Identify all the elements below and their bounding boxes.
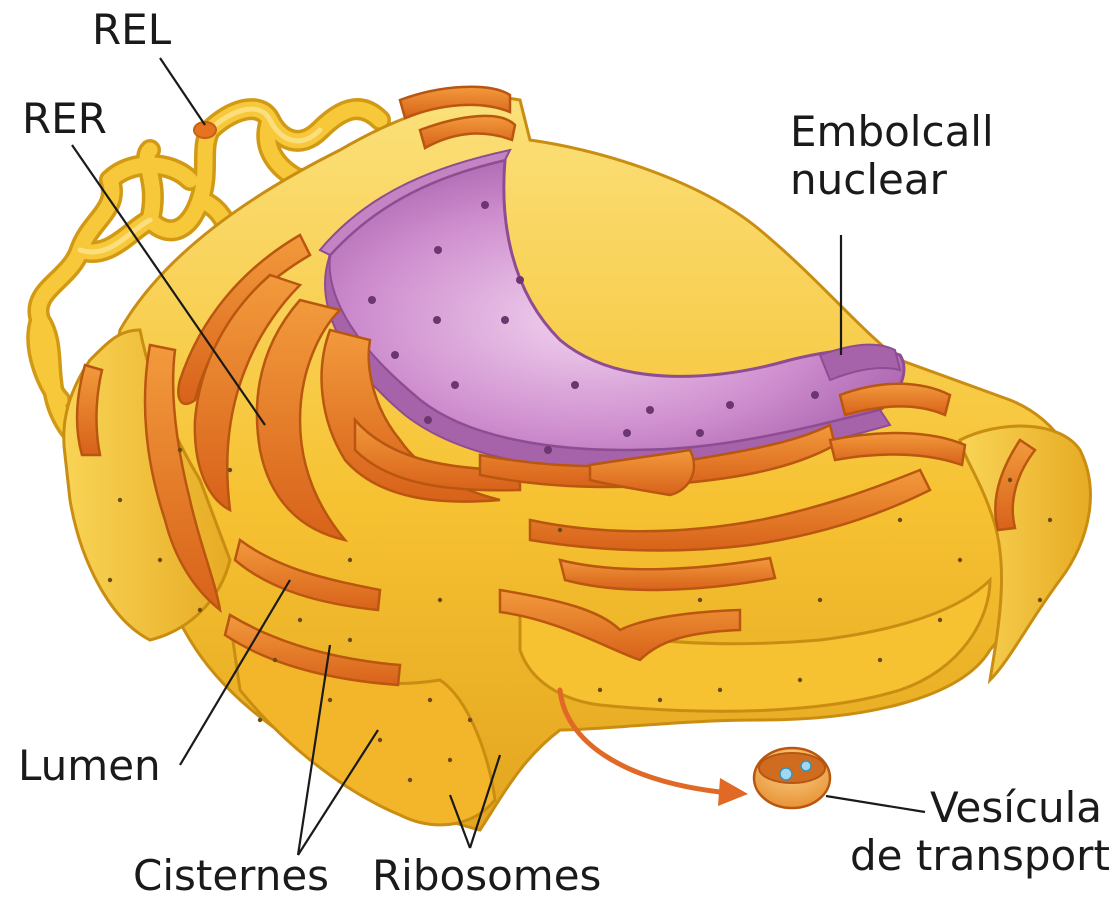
transport-vesicle [754, 748, 830, 808]
label-vesicula-line2: de transport [850, 832, 1102, 880]
label-embolcall-line1: Embolcall [790, 108, 994, 156]
label-rer: RER [22, 95, 107, 143]
label-vesicula-line1: Vesícula [850, 784, 1102, 832]
label-vesicula-transport: Vesícula de transport [850, 784, 1102, 881]
label-lumen: Lumen [18, 742, 161, 790]
label-rel: REL [92, 6, 171, 54]
label-embolcall-nuclear: Embolcall nuclear [790, 108, 994, 205]
label-cisternes: Cisternes [133, 852, 329, 900]
label-ribosomes: Ribosomes [372, 852, 601, 900]
label-embolcall-line2: nuclear [790, 156, 994, 204]
leader-rel [160, 58, 205, 125]
